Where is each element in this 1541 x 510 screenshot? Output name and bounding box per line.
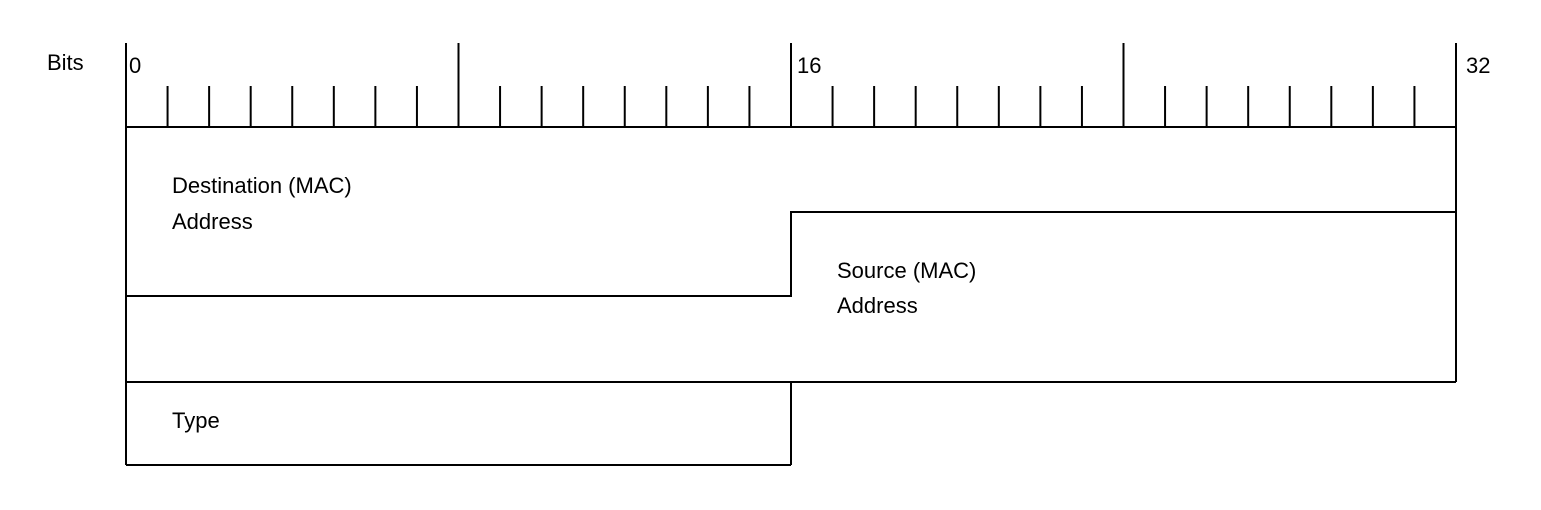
type-label: Type: [172, 408, 220, 433]
type-field: Type: [172, 408, 220, 433]
bit-ruler: Bits 0 16 32: [47, 43, 1490, 128]
destination-label-line2: Address: [172, 209, 253, 234]
ruler-caption: Bits: [47, 50, 84, 75]
source-label-line1: Source (MAC): [837, 258, 976, 283]
destination-label-line1: Destination (MAC): [172, 173, 352, 198]
source-label-line2: Address: [837, 293, 918, 318]
destination-field: Destination (MAC) Address: [172, 173, 352, 234]
header-fields: [125, 127, 1457, 466]
ruler-label-0: 0: [129, 53, 141, 78]
destination-source-divider: [126, 211, 1456, 297]
ruler-label-16: 16: [797, 53, 821, 78]
ruler-ticks: [125, 43, 1457, 127]
source-field: Source (MAC) Address: [837, 258, 976, 318]
ruler-label-32: 32: [1466, 53, 1490, 78]
